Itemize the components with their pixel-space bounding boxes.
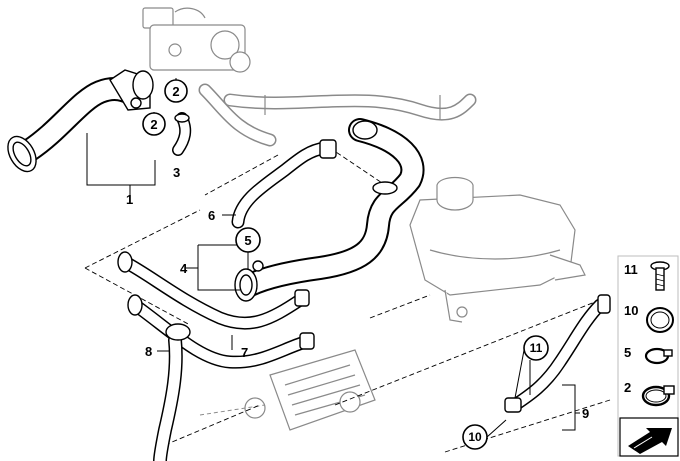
callout-11: 11 <box>530 341 543 355</box>
callout-1: 1 <box>126 192 133 207</box>
legend-label-11: 11 <box>624 262 638 277</box>
hose-3 <box>172 112 192 156</box>
callouts: 1 2 2 3 4 5 6 7 8 9 10 11 <box>126 79 589 450</box>
parts-legend: 11 10 5 2 <box>617 255 679 457</box>
legend-item-11: 11 <box>624 261 670 291</box>
callout-7: 7 <box>241 345 248 360</box>
hose-4 <box>234 118 425 302</box>
callout-4: 4 <box>180 261 188 276</box>
callout-6: 6 <box>208 208 215 223</box>
callout-2b-bubble <box>142 112 166 136</box>
callout-5-bubble <box>235 227 261 253</box>
hose-clamp-small-icon <box>644 347 673 365</box>
callout-3: 3 <box>173 165 180 180</box>
hose-9 <box>504 294 611 413</box>
callout-8: 8 <box>145 344 152 359</box>
reference-lines <box>84 147 611 453</box>
legend-label-2: 2 <box>624 380 631 395</box>
callout-2a: 2 <box>172 84 179 99</box>
callout-5: 5 <box>244 233 251 248</box>
callout-10-bubble <box>462 424 488 450</box>
legend-label-10: 10 <box>624 303 638 318</box>
arrow-symbol-icon <box>619 417 679 457</box>
hose-clamp-large-icon <box>641 385 675 407</box>
o-ring-icon <box>646 307 674 333</box>
bolt-icon <box>650 261 670 291</box>
hose-7 <box>117 251 315 369</box>
expansion-tank <box>409 176 586 323</box>
hose-6 <box>231 139 337 229</box>
legend-item-5: 5 <box>624 345 673 365</box>
ghost-pipes <box>142 7 477 147</box>
callout-9: 9 <box>582 406 589 421</box>
hose-8 <box>153 323 191 461</box>
legend-item-10: 10 <box>624 303 674 333</box>
legend-item-2: 2 <box>624 380 675 407</box>
callout-2a-bubble <box>164 79 188 103</box>
oil-cooler <box>199 349 376 431</box>
legend-label-5: 5 <box>624 345 631 360</box>
callout-10: 10 <box>468 430 482 444</box>
hose-1 <box>7 69 154 173</box>
callout-11-bubble <box>523 335 549 361</box>
callout-2b: 2 <box>150 117 157 132</box>
